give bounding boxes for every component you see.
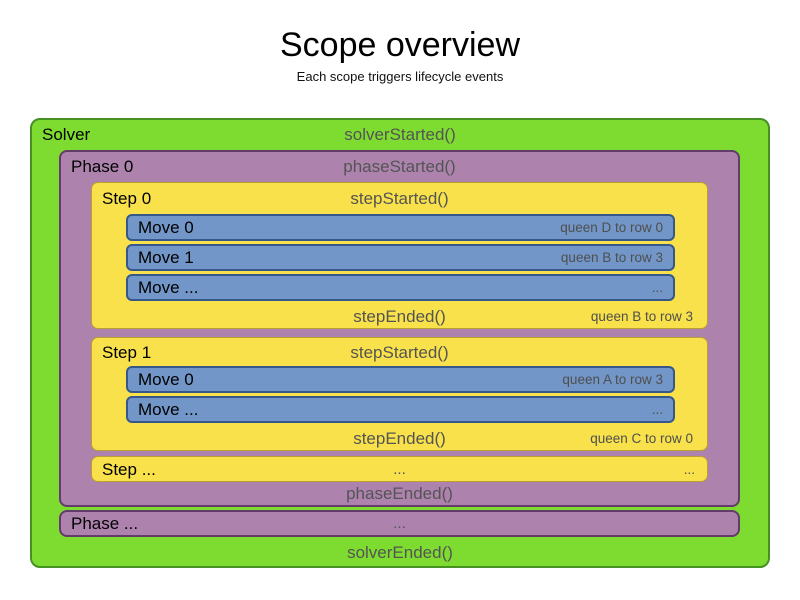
step-1-header: Step 1 stepStarted() [92,338,707,366]
step-ellipsis-note: ... [683,462,695,477]
phase-started-event: phaseStarted() [343,157,456,176]
step-1-started-event: stepStarted() [350,343,449,362]
step-1-ended-row: stepEnded() queen C to row 0 [92,426,707,453]
step-1-ended-event: stepEnded() [353,429,446,448]
move-note: ... [651,402,663,417]
move-label: Move 1 [138,247,194,267]
solver-label: Solver [42,125,91,144]
step-ellipsis-label: Step ... [102,460,156,479]
page-title: Scope overview [279,26,520,64]
step-0-ended-note: queen B to row 3 [590,309,693,324]
solver-started-event: solverStarted() [344,125,456,144]
solver-ended-event: solverEnded() [347,543,453,562]
move-label: Move 0 [138,369,194,389]
move-label: Move ... [138,277,199,297]
page-subtitle: Each scope triggers lifecycle events [296,69,504,84]
step-1-label: Step 1 [102,343,152,362]
step-1-move-0-box: Move 0 queen A to row 3 [126,366,675,393]
move-note: ... [651,280,663,295]
step-0-move-ellipsis-box: Move ... ... [126,274,675,301]
step-0-move-0-box: Move 0 queen D to row 0 [126,214,675,241]
step-0-move-1-box: Move 1 queen B to row 3 [126,244,675,271]
phase-ellipsis-box: Phase ... ... [59,510,740,537]
step-ellipsis-box: Step ... ... ... [91,456,708,482]
move-note: queen B to row 3 [560,250,663,265]
move-note: queen D to row 0 [560,220,663,235]
move-label: Move 0 [138,217,194,237]
move-note: queen A to row 3 [562,372,663,387]
step-0-header: Step 0 stepStarted() [92,183,707,214]
step-1-move-ellipsis-box: Move ... ... [126,396,675,423]
phase-0-label: Phase 0 [71,157,134,176]
phase-ellipsis-label: Phase ... [71,514,139,533]
step-0-started-event: stepStarted() [350,189,449,208]
step-0-scope-box: Step 0 stepStarted() Move 0 queen D to r… [91,182,708,329]
phase-0-header: Phase 0 phaseStarted() [61,152,738,182]
solver-scope-box: Solver solverStarted() Phase 0 phaseStar… [30,118,770,568]
step-1-scope-box: Step 1 stepStarted() Move 0 queen A to r… [91,337,708,451]
phase-ended-event: phaseEnded() [346,484,453,503]
move-label: Move ... [138,399,199,419]
phase-ellipsis-center: ... [393,515,406,532]
step-ellipsis-center: ... [393,461,406,478]
step-0-label: Step 0 [102,189,152,208]
step-1-ended-note: queen C to row 0 [590,431,693,446]
phase-0-scope-box: Phase 0 phaseStarted() Step 0 stepStarte… [59,150,740,507]
step-0-ended-row: stepEnded() queen B to row 3 [92,304,707,331]
step-0-ended-event: stepEnded() [353,307,446,326]
solver-header: Solver solverStarted() [32,120,768,150]
